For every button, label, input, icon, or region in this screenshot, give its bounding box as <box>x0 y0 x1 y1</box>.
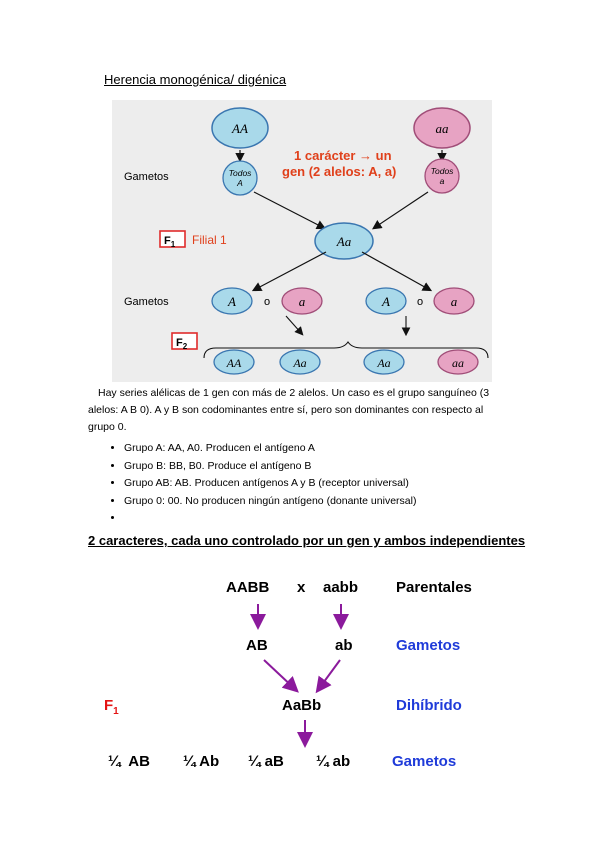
f2-badge-sub: 2 <box>183 342 188 351</box>
f1-badge-letter: F <box>164 235 171 247</box>
cross-symbol: x <box>297 579 306 596</box>
paragraph-line-2: alelos: A B 0). A y B son codominantes e… <box>88 404 484 416</box>
caption-line-2: gen (2 alelos: A, a) <box>282 164 396 179</box>
svg-text:F1: F1 <box>164 235 176 249</box>
f1-genotype: Aa <box>336 234 352 249</box>
gamete-oval-3 <box>365 287 407 315</box>
f1-badge <box>159 230 186 248</box>
parentales-label: Parentales <box>396 579 472 596</box>
list-item: Grupo A: AA, A0. Producen el antígeno A <box>124 440 504 458</box>
parent-right-text: aa <box>436 121 450 136</box>
list-item <box>124 510 504 528</box>
f2-badge-letter: F <box>176 337 183 349</box>
gametes-label-2: Gametos <box>124 296 169 308</box>
parent-2-genotype: aabb <box>323 579 358 596</box>
dihybrid-genotype: AaBb <box>282 697 321 714</box>
todos-right-circle <box>424 158 460 194</box>
section-2-title: 2 caracteres, cada uno controlado por un… <box>88 533 526 548</box>
final-gamete-2: ¼ Ab <box>183 753 219 770</box>
gamete-1: A <box>227 294 236 309</box>
paragraph-line-1: Hay series alélicas de 1 gen con más de … <box>98 387 490 399</box>
f2-oval-3 <box>363 349 405 375</box>
f1-badge-sub: 1 <box>171 240 176 249</box>
gamete-2: a <box>299 294 306 309</box>
dihibrido-label: Dihíbrido <box>396 697 462 714</box>
blood-group-list: Grupo A: AA, A0. Producen el antígeno A … <box>104 440 504 528</box>
todos-right-line2: a <box>440 176 445 186</box>
parent-left-text: AA <box>231 121 248 136</box>
section-1-title: Herencia monogénica/ digénica <box>104 72 287 87</box>
gamete-oval-2 <box>281 287 323 315</box>
f1-oval <box>314 222 374 260</box>
gametos-label: Gametos <box>396 637 460 654</box>
list-item: Grupo 0: 00. No producen ningún antígeno… <box>124 493 504 511</box>
f2-oval-1 <box>213 349 255 375</box>
gamete-o-1: o <box>264 296 270 308</box>
f2-oval-4 <box>437 349 479 375</box>
final-gamete-3: ¼ aB <box>248 753 284 770</box>
gamete-oval-1 <box>211 287 253 315</box>
f2-genotype-2: Aa <box>292 356 306 370</box>
f2-genotype-3: Aa <box>376 356 390 370</box>
gamete-3: A <box>381 294 390 309</box>
f2-genotype-4: aa <box>452 356 464 370</box>
alleles-paragraph: Hay series alélicas de 1 gen con más de … <box>88 385 500 436</box>
parent-left-oval <box>211 107 269 149</box>
monohybrid-diagram: AA aa Gametos Todos A Todos a 1 carácter… <box>112 100 492 382</box>
svg-text:F2: F2 <box>176 337 188 351</box>
f1-sub: 1 <box>113 706 119 717</box>
gamete-o-2: o <box>417 296 423 308</box>
gamete-ab-lower: ab <box>335 637 353 654</box>
f2-badge <box>171 332 198 350</box>
svg-text:F1: F1 <box>104 697 119 717</box>
final-gamete-4: ¼ ab <box>316 753 350 770</box>
f2-genotype-1: AA <box>226 356 242 370</box>
dihybrid-diagram: AABB x aabb Parentales AB ab Gametos F1 … <box>104 579 472 770</box>
todos-left-line1: Todos <box>229 168 253 178</box>
f1-letter: F <box>104 697 113 714</box>
caption-line-1: 1 carácter → un <box>294 148 392 163</box>
parent-1-genotype: AABB <box>226 579 269 596</box>
todos-right-line1: Todos <box>431 166 455 176</box>
gamete-4: a <box>451 294 458 309</box>
list-item: Grupo B: BB, B0. Produce el antígeno B <box>124 458 504 476</box>
f1-label: Filial 1 <box>192 233 227 247</box>
todos-left-circle <box>222 160 258 196</box>
f2-oval-2 <box>279 349 321 375</box>
list-item: Grupo AB: AB. Producen antígenos A y B (… <box>124 475 504 493</box>
final-gamete-1: ¼ AB <box>108 753 150 770</box>
gamete-ab-upper: AB <box>246 637 268 654</box>
gametos-final-label: Gametos <box>392 753 456 770</box>
gamete-oval-4 <box>433 287 475 315</box>
gametes-label-1: Gametos <box>124 171 169 183</box>
paragraph-line-3: grupo 0. <box>88 421 127 433</box>
todos-left-line2: A <box>236 178 243 188</box>
parent-right-oval <box>413 107 471 149</box>
